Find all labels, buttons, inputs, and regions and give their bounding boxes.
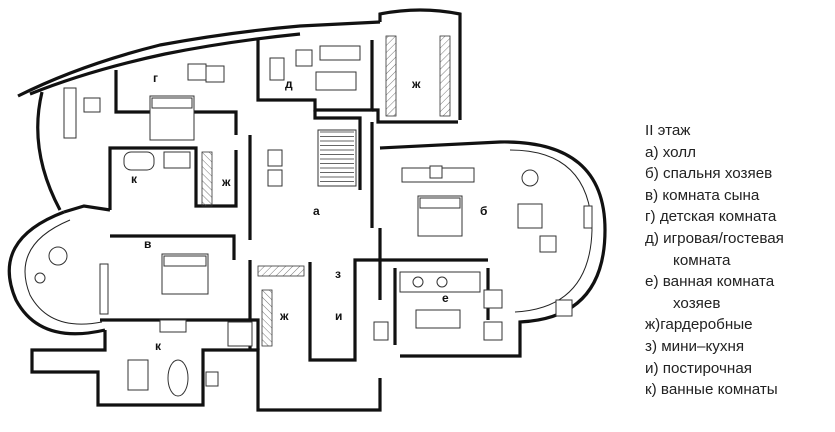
room-label-b: б bbox=[480, 204, 487, 218]
legend-item: е) ванная комната bbox=[645, 273, 775, 291]
interior-walls bbox=[63, 40, 490, 362]
floor-plan: г д ж к ж а б в з е ж и к bbox=[7, 8, 607, 412]
legend-item: хозяев bbox=[673, 294, 721, 312]
wardrobes bbox=[201, 35, 451, 347]
room-label-k-left: к bbox=[131, 172, 138, 186]
furniture bbox=[34, 45, 593, 397]
room-label-zh-left: ж bbox=[221, 175, 231, 189]
legend-item: з) мини–кухня bbox=[645, 337, 745, 355]
legend-item: и) постирочная bbox=[645, 359, 752, 377]
room-label-k-bottom: к bbox=[155, 339, 162, 353]
legend: II этаж а) холл б) спальня хозяев в) ком… bbox=[645, 120, 830, 401]
room-label-g: г bbox=[153, 71, 158, 85]
room-label-a: а bbox=[313, 204, 320, 218]
room-label-zh-top: ж bbox=[411, 77, 421, 91]
legend-item: д) игровая/гостевая bbox=[645, 229, 784, 247]
legend-item: ж)гардеробные bbox=[645, 316, 753, 334]
room-label-i: и bbox=[335, 309, 342, 323]
legend-item: комната bbox=[673, 251, 731, 269]
legend-item: г) детская комната bbox=[645, 208, 777, 226]
legend-item: в) комната сына bbox=[645, 186, 760, 204]
legend-title: II этаж bbox=[645, 122, 691, 139]
room-labels: г д ж к ж а б в з е ж и к bbox=[131, 71, 487, 353]
room-label-d: д bbox=[285, 77, 293, 91]
room-label-v: в bbox=[144, 237, 151, 251]
legend-item: б) спальня хозяев bbox=[645, 165, 773, 183]
outer-walls bbox=[7, 8, 607, 412]
room-label-z: з bbox=[335, 267, 341, 281]
legend-item: к) ванные комнаты bbox=[645, 381, 778, 399]
room-label-e: е bbox=[442, 291, 449, 305]
room-label-zh-bottom: ж bbox=[279, 309, 289, 323]
staircase bbox=[317, 129, 357, 187]
legend-item: а) холл bbox=[645, 143, 696, 161]
